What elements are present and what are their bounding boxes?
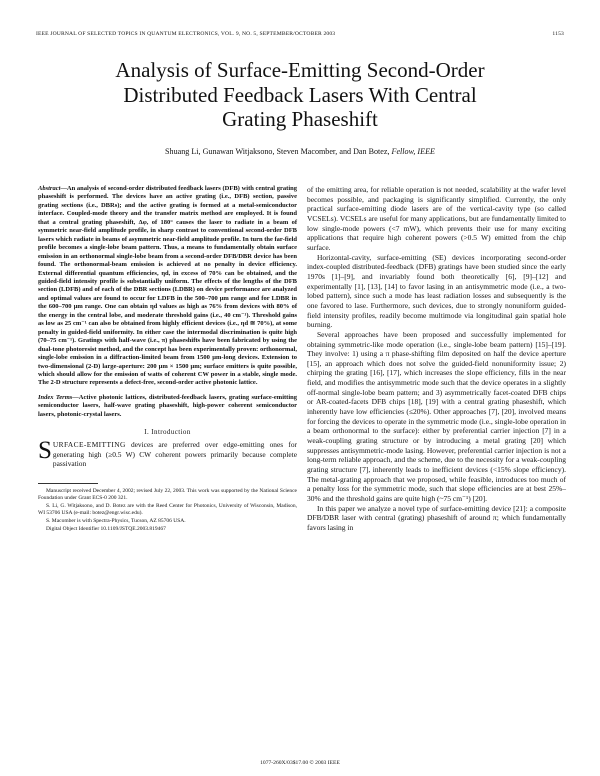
title-line-1: Analysis of Surface-Emitting Second-Orde… (115, 58, 485, 82)
abstract: Abstract—An analysis of second-order dis… (38, 185, 297, 388)
abstract-label: Abstract (38, 185, 61, 192)
intro-first-word: URFACE-EMITTING (52, 440, 126, 450)
page-number: 1153 (552, 31, 564, 37)
author-honor: Fellow, IEEE (391, 147, 435, 156)
footnote-doi: Digital Object Identifier 10.1109/JSTQE.… (46, 526, 166, 533)
title-line-3: Grating Phaseshift (222, 107, 378, 131)
intro-continuation: of the emitting area, for reliable opera… (307, 185, 566, 252)
intro-text: devices are preferred over edge-emitting… (52, 440, 297, 469)
index-terms: Index Terms—Active photonic lattices, di… (38, 394, 297, 419)
right-column: of the emitting area, for reliable opera… (307, 185, 566, 533)
journal-line: IEEE JOURNAL OF SELECTED TOPICS IN QUANT… (36, 31, 336, 37)
index-terms-text: —Active photonic lattices, distributed-f… (38, 393, 297, 418)
intro-paragraph-this-paper: In this paper we analyze a novel type of… (307, 503, 566, 532)
running-header: IEEE JOURNAL OF SELECTED TOPICS IN QUANT… (36, 31, 564, 37)
paper-title: Analysis of Surface-Emitting Second-Orde… (40, 58, 560, 132)
footnote-macomber: S. Macomber is with Spectra-Physics, Tuc… (46, 518, 186, 525)
left-column: Abstract—An analysis of second-order dis… (38, 185, 297, 534)
section-heading-introduction: I. Introduction (144, 428, 191, 437)
index-terms-label: Index Terms (38, 393, 73, 401)
intro-paragraph-approaches: Several approaches have been proposed an… (307, 329, 566, 503)
footnote-affiliation: S. Li, G. Witjaksono, and D. Botez are w… (38, 503, 297, 517)
author-names: Shuang Li, Gunawan Witjaksono, Steven Ma… (165, 147, 392, 156)
author-list: Shuang Li, Gunawan Witjaksono, Steven Ma… (40, 147, 560, 156)
abstract-text: —An analysis of second-order distributed… (38, 185, 298, 387)
drop-cap: S (38, 437, 52, 465)
intro-paragraph-horizontal-cavity: Horizontal-cavity, surface-emitting (SE)… (307, 252, 566, 330)
copyright-footer: 1077-260X/03$17.00 © 2003 IEEE (260, 760, 340, 766)
title-line-2: Distributed Feedback Lasers With Central (123, 82, 477, 107)
footnote-rule (38, 483, 98, 485)
footnote-manuscript: Manuscript received December 4, 2002; re… (38, 488, 297, 502)
